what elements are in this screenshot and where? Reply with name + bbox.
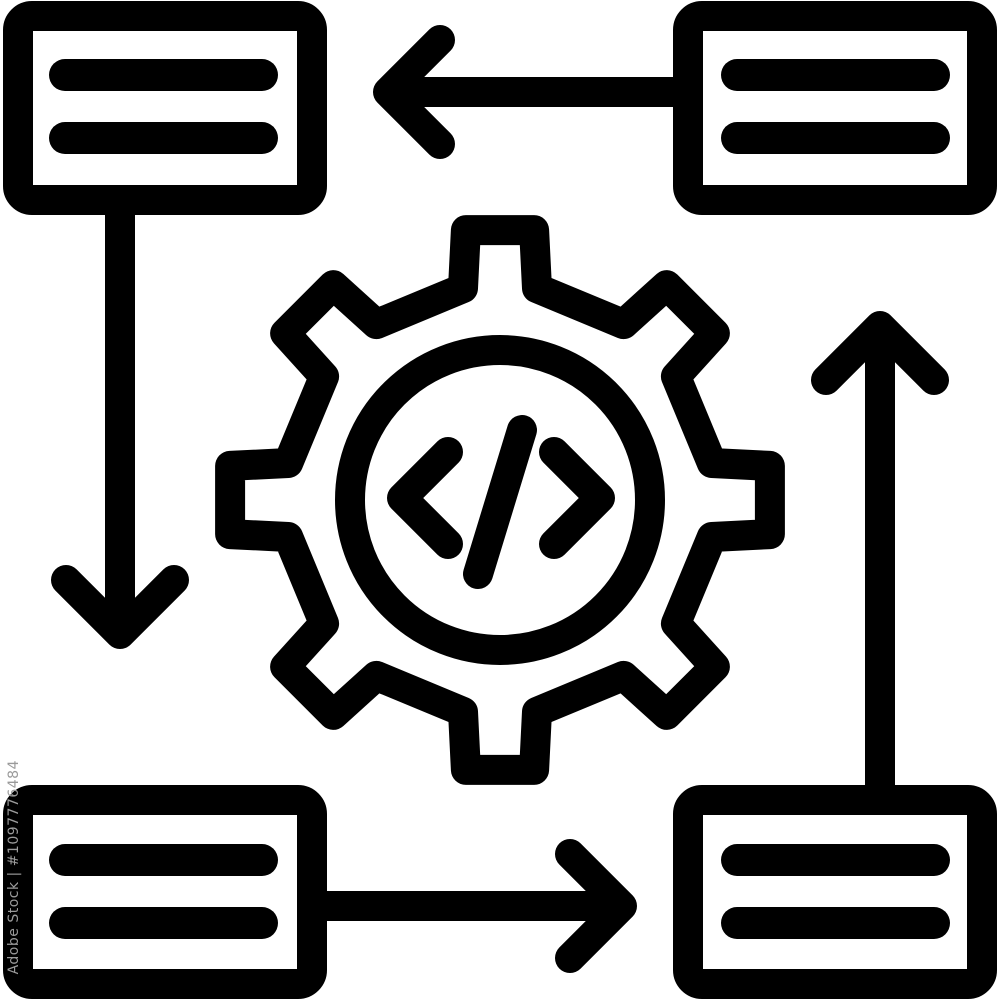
document-box-top-left bbox=[3, 1, 327, 215]
arrow-left-icon bbox=[373, 25, 703, 159]
arrow-down-icon bbox=[51, 185, 189, 649]
arrow-up-icon bbox=[811, 311, 949, 815]
document-box-bottom-left bbox=[3, 785, 327, 999]
watermark-text: Adobe Stock | #1097776484 bbox=[6, 760, 22, 975]
code-brackets-icon bbox=[387, 415, 615, 589]
document-box-top-right bbox=[673, 1, 997, 215]
document-box-bottom-right bbox=[673, 785, 997, 999]
gear-icon bbox=[215, 215, 785, 785]
arrow-right-icon bbox=[297, 839, 637, 973]
